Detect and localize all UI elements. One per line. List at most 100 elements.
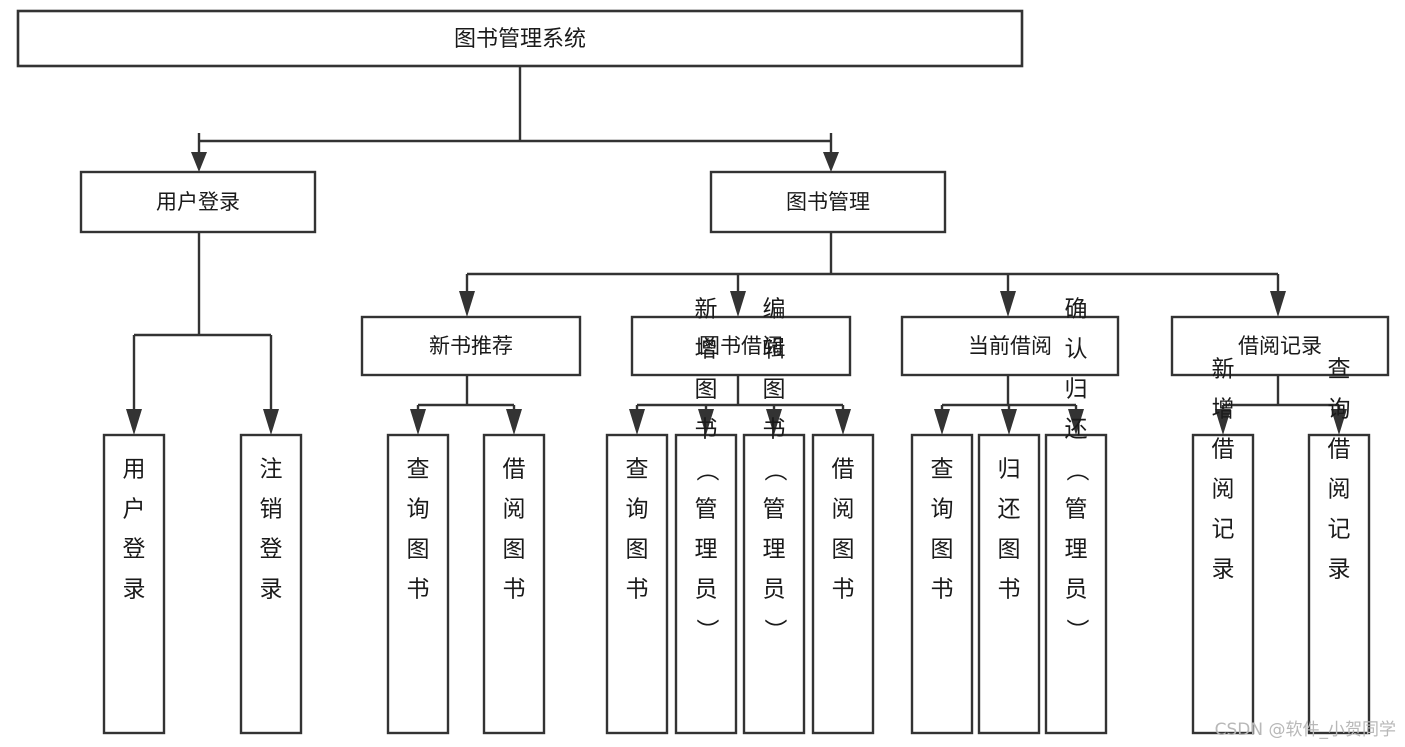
arrow-head-leaf-query-record — [1331, 409, 1347, 435]
leaf-logout-box[interactable] — [239, 433, 303, 735]
leaf-borrow-book-1-box[interactable] — [482, 433, 546, 735]
svg-text:查: 查 — [931, 457, 954, 483]
svg-text:登: 登 — [260, 537, 283, 563]
svg-text:书: 书 — [998, 577, 1021, 603]
node-root[interactable]: 图书管理系统 — [16, 9, 1024, 68]
svg-text:销: 销 — [260, 497, 283, 523]
arrow-head-book-manage — [823, 152, 839, 172]
leaf-add-record-box[interactable] — [1191, 433, 1255, 735]
leaf-return-book-box[interactable] — [977, 433, 1041, 735]
svg-text:理: 理 — [763, 537, 786, 563]
node-borrow-record[interactable]: 借阅记录 — [1170, 315, 1390, 377]
svg-text:书: 书 — [931, 577, 954, 603]
svg-text:阅: 阅 — [1328, 477, 1351, 503]
svg-text:图: 图 — [626, 537, 649, 563]
leaf-confirm-return-box[interactable] — [1044, 433, 1108, 735]
svg-text:图: 图 — [503, 537, 526, 563]
arrow-head-leaf-logout — [263, 409, 279, 435]
svg-text:记: 记 — [1212, 517, 1235, 543]
node-borrow-record-label: 借阅记录 — [1238, 334, 1322, 358]
svg-text:新: 新 — [1212, 357, 1235, 383]
node-book-borrow-box[interactable] — [630, 315, 852, 377]
node-book-borrow[interactable]: 图书借阅 — [630, 315, 852, 377]
svg-text:图: 图 — [763, 377, 786, 403]
leaf-query-book-1-box[interactable] — [386, 433, 450, 735]
leaf-user-login[interactable]: 用户登录 — [102, 433, 166, 735]
svg-text:确: 确 — [1065, 297, 1088, 323]
node-user-login-box[interactable] — [79, 170, 317, 234]
node-current-borrow-box[interactable] — [900, 315, 1120, 377]
svg-text:新: 新 — [695, 297, 718, 323]
svg-text:图: 图 — [407, 537, 430, 563]
svg-text:归: 归 — [998, 457, 1021, 483]
node-new-book-recommend[interactable]: 新书推荐 — [360, 315, 582, 377]
arrow-head-leaf-confirm-return — [1068, 409, 1084, 435]
svg-text:员: 员 — [695, 577, 718, 603]
leaf-borrow-book-2-box[interactable] — [811, 433, 875, 735]
svg-text:归: 归 — [1065, 377, 1088, 403]
leaf-query-book-2-box[interactable] — [605, 433, 669, 735]
svg-text:理: 理 — [695, 537, 718, 563]
arrow-head-new-book-recommend — [459, 291, 475, 317]
node-user-login[interactable]: 用户登录 — [79, 170, 317, 234]
svg-text:询: 询 — [931, 497, 954, 523]
svg-text:记: 记 — [1328, 517, 1351, 543]
svg-text:注: 注 — [260, 457, 283, 483]
svg-text:书: 书 — [626, 577, 649, 603]
svg-text:理: 理 — [1065, 537, 1088, 563]
arrow-head-leaf-query-book-3 — [934, 409, 950, 435]
svg-text:）: ） — [762, 619, 788, 642]
leaf-query-record-box[interactable] — [1307, 433, 1371, 735]
node-borrow-record-box[interactable] — [1170, 315, 1390, 377]
svg-text:还: 还 — [1065, 417, 1088, 443]
csdn-watermark: CSDN @软件_小贺同学 — [1215, 720, 1396, 740]
leaf-user-login-label: 用户登录 — [123, 457, 146, 603]
svg-text:阅: 阅 — [503, 497, 526, 523]
leaf-add-book-box[interactable] — [674, 433, 738, 735]
node-current-borrow[interactable]: 当前借阅 — [900, 315, 1120, 377]
svg-text:员: 员 — [1065, 577, 1088, 603]
svg-text:录: 录 — [123, 577, 146, 603]
leaf-user-login-box[interactable] — [102, 433, 166, 735]
node-book-manage[interactable]: 图书管理 — [709, 170, 947, 234]
svg-text:登: 登 — [123, 537, 146, 563]
arrow-head-leaf-add-book — [698, 409, 714, 435]
arrow-head-user-login — [191, 152, 207, 172]
svg-text:图: 图 — [998, 537, 1021, 563]
arrow-head-leaf-borrow-book-2 — [835, 409, 851, 435]
svg-text:图: 图 — [695, 377, 718, 403]
svg-text:询: 询 — [626, 497, 649, 523]
node-book-manage-box[interactable] — [709, 170, 947, 234]
svg-text:查: 查 — [407, 457, 430, 483]
node-new-book-recommend-box[interactable] — [360, 315, 582, 377]
svg-text:书: 书 — [832, 577, 855, 603]
svg-text:）: ） — [1064, 619, 1090, 642]
leaf-query-book-3-box[interactable] — [910, 433, 974, 735]
arrow-head-leaf-query-book-1 — [410, 409, 426, 435]
leaf-edit-book-box[interactable] — [742, 433, 806, 735]
svg-text:员: 员 — [763, 577, 786, 603]
arrow-head-borrow-record — [1270, 291, 1286, 317]
arrow-head-leaf-edit-book — [766, 409, 782, 435]
svg-text:编: 编 — [763, 297, 786, 323]
svg-text:）: ） — [694, 619, 720, 642]
node-root-box[interactable] — [16, 9, 1024, 68]
